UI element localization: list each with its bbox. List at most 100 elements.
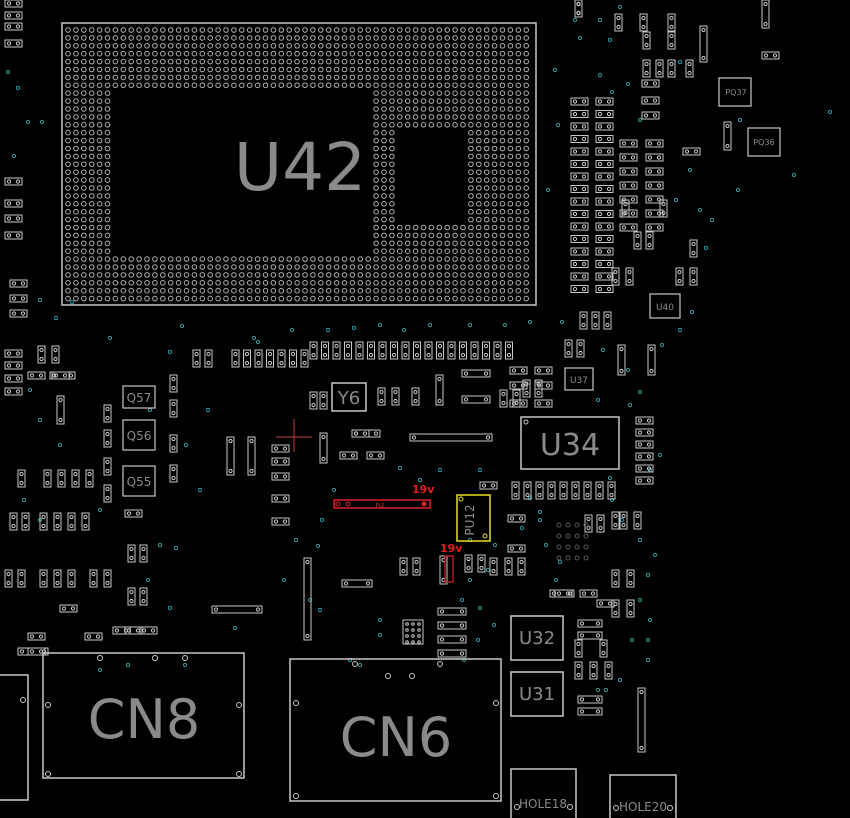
passive-component bbox=[4, 177, 23, 186]
passive-component bbox=[424, 341, 433, 360]
u32-chip[interactable]: U32 bbox=[510, 615, 564, 661]
passive-component bbox=[27, 632, 46, 641]
passive-component bbox=[617, 344, 626, 376]
passive-component bbox=[595, 285, 614, 293]
pu12-label: PU12 bbox=[463, 504, 477, 535]
passive-component bbox=[596, 599, 615, 608]
passive-component bbox=[595, 272, 614, 281]
passive-component bbox=[271, 494, 290, 503]
q56-transistor[interactable]: Q56 bbox=[122, 419, 156, 451]
pq37-transistor[interactable]: PQ37 bbox=[718, 77, 752, 107]
passive-component bbox=[635, 464, 654, 473]
cn6-label: CN6 bbox=[340, 706, 452, 769]
cn8-label: CN8 bbox=[88, 688, 200, 751]
pq36-transistor[interactable]: PQ36 bbox=[747, 127, 781, 157]
passive-component bbox=[477, 554, 486, 573]
passive-component bbox=[319, 432, 328, 464]
hole18-label: HOLE18 bbox=[519, 797, 567, 811]
passive-component bbox=[579, 589, 598, 598]
passive-component bbox=[570, 197, 589, 206]
passive-component bbox=[169, 399, 178, 418]
passive-component bbox=[459, 341, 467, 360]
pq36-label: PQ36 bbox=[753, 138, 774, 147]
passive-component bbox=[534, 399, 553, 408]
passive-component bbox=[595, 247, 614, 256]
u37-chip[interactable]: U37 bbox=[564, 367, 594, 391]
passive-component bbox=[21, 512, 30, 531]
passive-component bbox=[437, 635, 467, 644]
passive-component bbox=[645, 209, 664, 218]
passive-component bbox=[574, 661, 583, 680]
passive-component bbox=[595, 481, 604, 500]
pu12-regulator[interactable]: PU12 bbox=[456, 494, 491, 542]
passive-component bbox=[570, 260, 589, 268]
passive-component bbox=[4, 361, 23, 370]
passive-component bbox=[619, 181, 638, 190]
passive-component bbox=[570, 247, 589, 256]
passive-component bbox=[635, 440, 654, 449]
u34-chip[interactable]: U34 bbox=[520, 416, 620, 470]
cn8-connector[interactable]: CN8 bbox=[42, 652, 245, 779]
passive-component bbox=[81, 512, 90, 531]
passive-component bbox=[4, 0, 23, 8]
passive-component bbox=[339, 451, 358, 460]
passive-component bbox=[512, 389, 521, 408]
pu12-highlighted-pad[interactable] bbox=[444, 555, 454, 583]
passive-component bbox=[27, 371, 46, 380]
passive-component bbox=[509, 399, 528, 408]
u42-bga-chip[interactable]: U42 bbox=[61, 22, 537, 306]
cn6-connector[interactable]: CN6 bbox=[289, 658, 502, 802]
passive-component bbox=[619, 153, 638, 162]
q57-transistor[interactable]: Q57 bbox=[122, 385, 156, 409]
passive-component bbox=[619, 139, 638, 148]
hole18-mount[interactable]: HOLE18 bbox=[510, 768, 577, 818]
u34-label: U34 bbox=[540, 428, 600, 463]
passive-component bbox=[577, 619, 603, 628]
passive-component bbox=[645, 139, 664, 148]
passive-component bbox=[103, 429, 112, 448]
passive-component bbox=[645, 181, 664, 190]
passive-component bbox=[635, 476, 654, 485]
passive-component bbox=[437, 649, 467, 658]
passive-component bbox=[647, 344, 656, 376]
passive-component bbox=[645, 231, 654, 250]
passive-component bbox=[489, 557, 498, 576]
passive-component bbox=[341, 579, 373, 588]
passive-component bbox=[4, 374, 23, 383]
passive-component bbox=[67, 569, 76, 588]
passive-component bbox=[603, 311, 612, 330]
passive-component bbox=[85, 469, 94, 488]
passive-component bbox=[534, 381, 553, 390]
passive-component bbox=[43, 469, 52, 488]
u31-chip[interactable]: U31 bbox=[510, 671, 564, 717]
passive-component bbox=[112, 626, 131, 635]
passive-component bbox=[570, 272, 589, 281]
pl2-inductor[interactable]: PL2 19v bbox=[333, 483, 435, 509]
passive-component bbox=[390, 341, 398, 360]
passive-component bbox=[17, 469, 26, 488]
passive-component bbox=[761, 0, 770, 29]
passive-component bbox=[570, 110, 589, 118]
passive-component bbox=[53, 512, 62, 531]
passive-component bbox=[254, 349, 263, 368]
passive-component bbox=[9, 279, 28, 288]
passive-component bbox=[436, 341, 444, 360]
passive-component bbox=[534, 366, 553, 375]
passive-component bbox=[614, 13, 623, 32]
y6-label: Y6 bbox=[337, 388, 360, 409]
passive-component bbox=[570, 122, 589, 131]
passive-component bbox=[596, 514, 605, 533]
passive-component bbox=[625, 267, 634, 286]
passive-component bbox=[607, 481, 616, 500]
passive-component bbox=[309, 341, 318, 360]
y6-crystal[interactable]: Y6 bbox=[331, 382, 367, 412]
u40-chip[interactable]: U40 bbox=[649, 293, 681, 319]
passive-component bbox=[271, 444, 290, 453]
passive-component bbox=[412, 557, 421, 576]
passive-component bbox=[570, 235, 589, 243]
passive-component bbox=[642, 31, 651, 50]
hole20-mount[interactable]: HOLE20 bbox=[609, 774, 677, 818]
q55-transistor[interactable]: Q55 bbox=[122, 465, 156, 497]
q55-label: Q55 bbox=[127, 475, 152, 489]
